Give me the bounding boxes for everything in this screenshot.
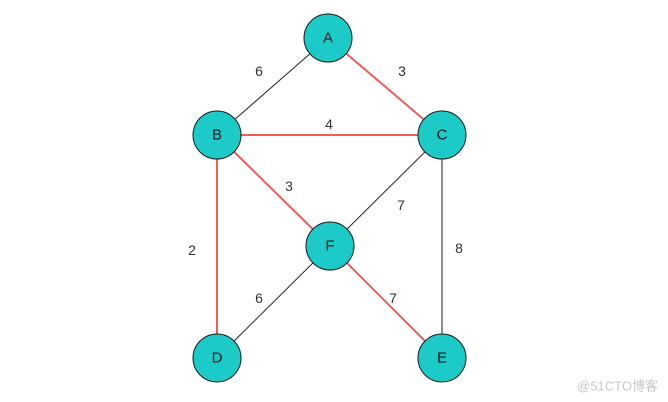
edge-weight-b-f: 3 (285, 178, 293, 194)
edge-a-c-highlighted (327, 37, 443, 136)
node-e: E (417, 333, 467, 383)
edge-c-f (329, 134, 443, 247)
node-label-f: F (325, 238, 334, 255)
node-b: B (192, 110, 242, 160)
edge-weight-f-d: 6 (255, 290, 263, 306)
node-label-d: D (212, 350, 223, 367)
edge-weight-a-c: 3 (398, 63, 406, 79)
nodes-layer: A B C F D E (192, 13, 467, 383)
node-f: F (305, 221, 355, 271)
edge-a-b (216, 37, 329, 136)
node-label-e: E (437, 350, 447, 367)
edges-layer (216, 37, 443, 359)
edge-f-e-highlighted (329, 245, 443, 359)
node-circle-a (303, 13, 353, 63)
edge-weight-a-b: 6 (255, 63, 263, 79)
node-circle-d (192, 333, 242, 383)
node-a: A (303, 13, 353, 63)
edge-weight-f-e: 7 (389, 290, 397, 306)
node-label-c: C (437, 127, 448, 144)
edge-weight-c-f: 7 (397, 197, 405, 213)
edge-b-f-highlighted (216, 134, 331, 247)
edge-f-d (216, 245, 331, 359)
node-c: C (417, 110, 467, 160)
node-circle-b (192, 110, 242, 160)
weights-layer: 6 3 4 3 2 7 8 6 7 (188, 63, 463, 306)
node-label-b: B (212, 127, 222, 144)
edge-weight-b-c: 4 (325, 116, 333, 132)
edge-weight-c-e: 8 (455, 240, 463, 256)
node-label-a: A (323, 30, 333, 47)
edge-weight-b-d: 2 (188, 242, 196, 258)
watermark-text: @51CTO博客 (577, 379, 658, 394)
node-d: D (192, 333, 242, 383)
node-circle-c (417, 110, 467, 160)
node-circle-e (417, 333, 467, 383)
node-circle-f (305, 221, 355, 271)
